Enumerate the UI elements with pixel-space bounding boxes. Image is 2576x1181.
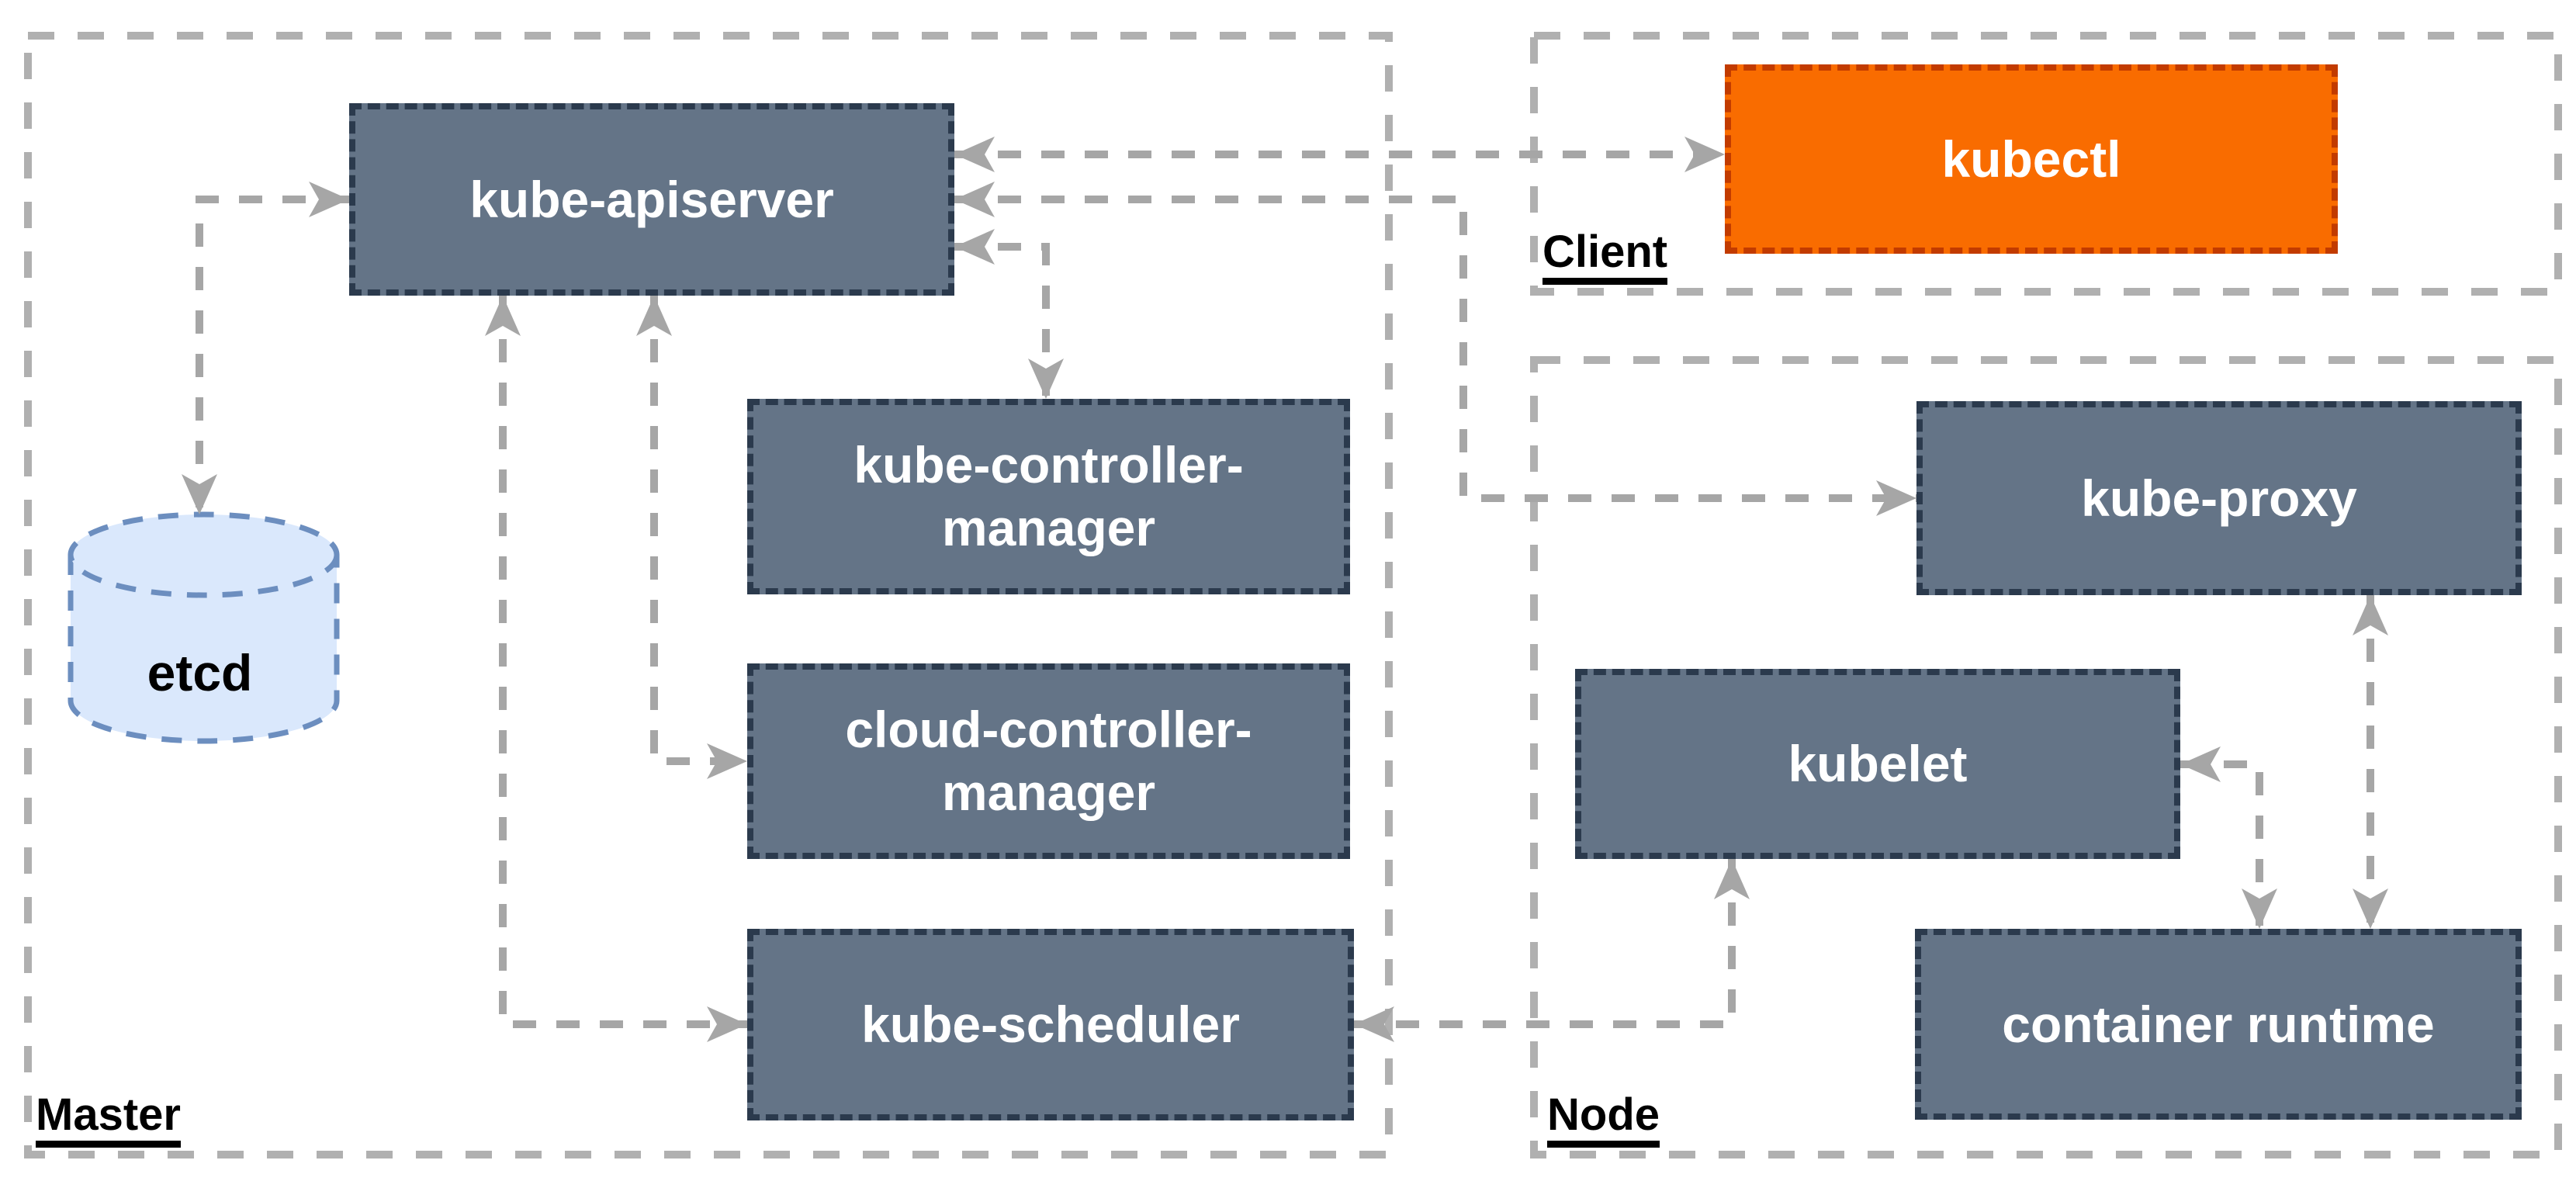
node-cloud-controller-manager-label: cloud-controller- manager xyxy=(845,701,1252,821)
group-client-label: Client xyxy=(1542,230,1668,285)
node-container-runtime-label: container runtime xyxy=(2002,995,2435,1053)
edge-apiserver-kube-controller-manager xyxy=(954,229,1064,399)
node-kube-apiserver[interactable]: kube-apiserver xyxy=(349,103,954,296)
node-kube-apiserver-label: kube-apiserver xyxy=(469,170,834,228)
node-cloud-controller-manager[interactable]: cloud-controller- manager xyxy=(747,663,1350,859)
edge-apiserver-etcd xyxy=(182,182,349,514)
edge-kubelet-container-runtime xyxy=(2180,746,2277,929)
node-kube-proxy-label: kube-proxy xyxy=(2081,469,2357,527)
etcd-cylinder-top[interactable] xyxy=(68,511,340,598)
edge-kubelet-kube-scheduler xyxy=(1354,859,1750,1042)
edge-apiserver-cloud-controller-manager xyxy=(636,296,747,779)
edge-apiserver-kube-proxy xyxy=(954,182,1916,516)
group-master-label: Master xyxy=(36,1093,181,1148)
node-kube-scheduler-label: kube-scheduler xyxy=(861,996,1240,1054)
node-kubelet[interactable]: kubelet xyxy=(1575,669,2180,859)
node-kube-scheduler[interactable]: kube-scheduler xyxy=(747,929,1354,1120)
node-kube-controller-manager[interactable]: kube-controller- manager xyxy=(747,399,1350,594)
node-container-runtime[interactable]: container runtime xyxy=(1915,929,2522,1120)
group-client-border xyxy=(1530,32,2562,296)
node-kubectl-label: kubectl xyxy=(1941,130,2121,188)
node-kube-proxy[interactable]: kube-proxy xyxy=(1916,401,2522,595)
node-kubelet-label: kubelet xyxy=(1788,735,1968,793)
group-node-label: Node xyxy=(1547,1093,1660,1148)
edge-apiserver-kube-scheduler xyxy=(485,296,747,1042)
node-kube-controller-manager-label: kube-controller- manager xyxy=(853,436,1244,556)
node-etcd-label: etcd xyxy=(147,644,253,701)
node-kubectl[interactable]: kubectl xyxy=(1725,64,2338,254)
etcd-cylinder[interactable] xyxy=(68,555,340,744)
group-node-border xyxy=(1530,356,2562,1158)
